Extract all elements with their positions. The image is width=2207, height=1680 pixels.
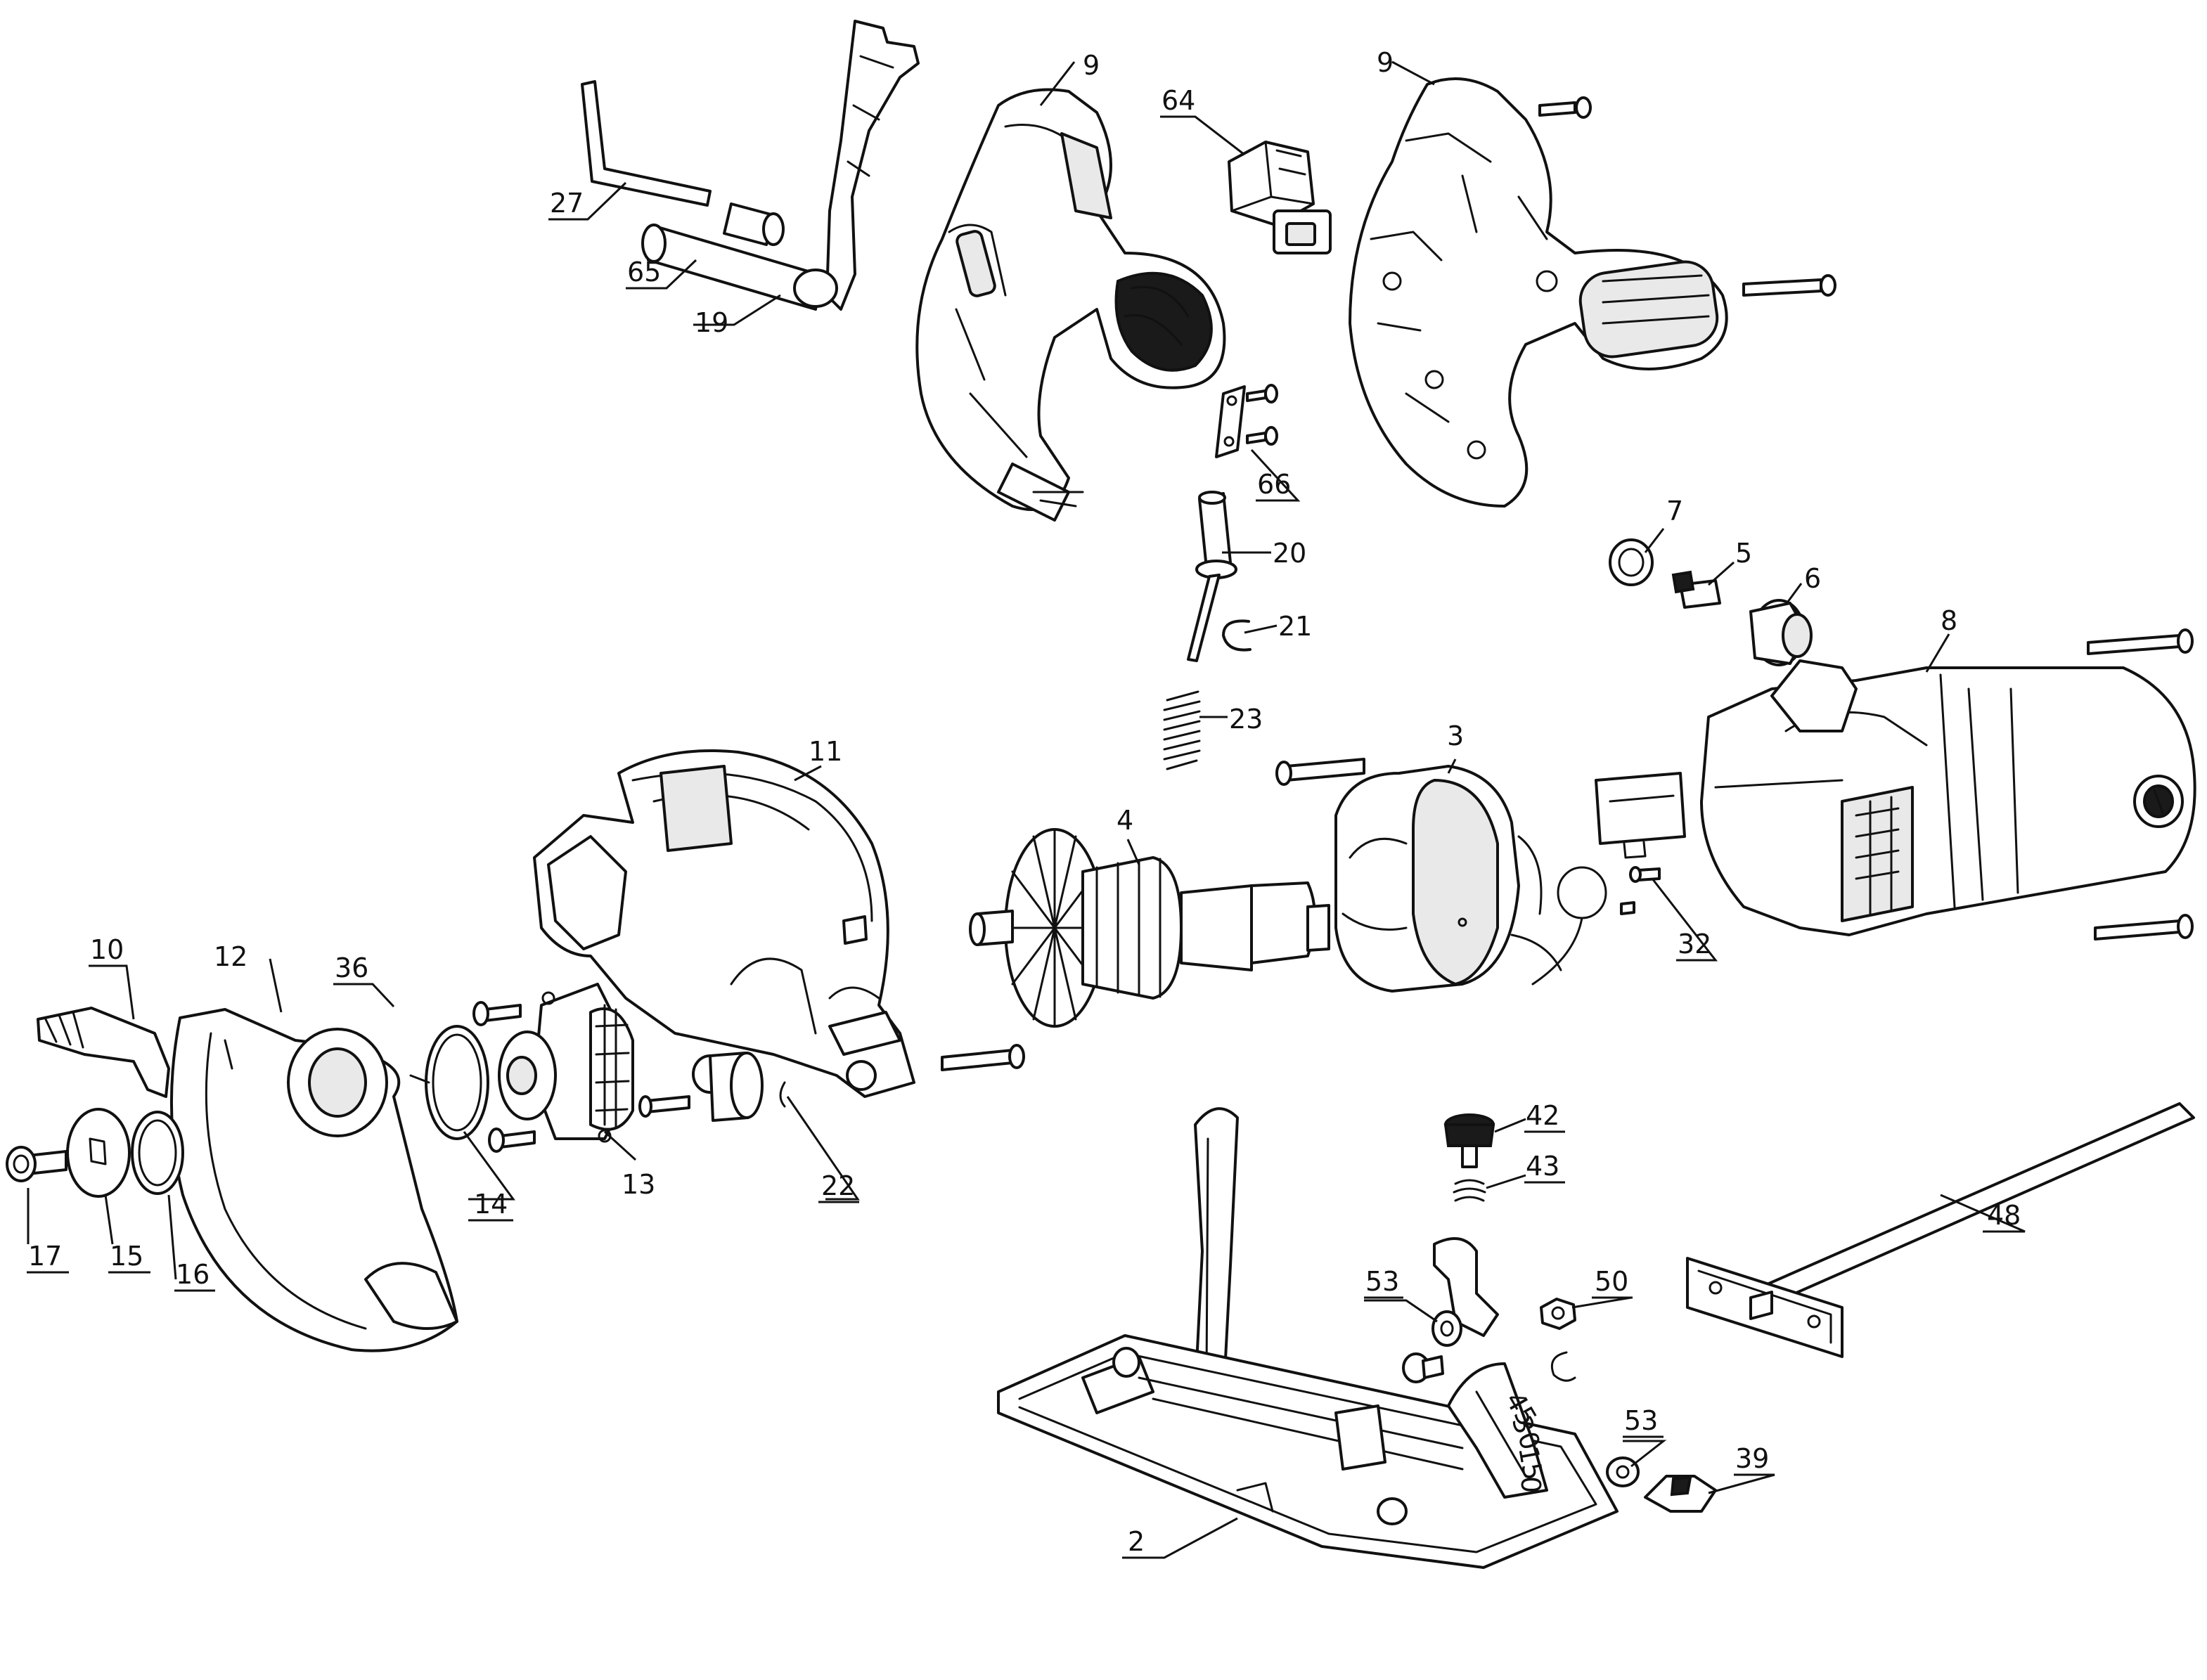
housing-screws-part bbox=[2087, 628, 2194, 941]
handle-screws-part bbox=[1538, 96, 1836, 297]
washers-part bbox=[1431, 1310, 1640, 1487]
callout-17: 17 bbox=[28, 1241, 62, 1272]
carriage-bolt-part bbox=[1402, 1352, 1444, 1383]
guard-lift-lever-part bbox=[37, 1007, 170, 1098]
callout-labels: 9 9 64 27 65 19 66 20 21 23 7 5 6 8 3 4 … bbox=[27, 47, 2025, 1559]
outer-flange-part bbox=[66, 1108, 131, 1198]
callout-53-lower: 53 bbox=[1624, 1405, 1658, 1436]
knob-spring-part bbox=[1453, 1179, 1486, 1202]
hex-nut-part bbox=[1540, 1298, 1576, 1330]
callout-36: 36 bbox=[335, 952, 368, 983]
callout-9-left-handle: 9 bbox=[1083, 50, 1100, 81]
callout-11: 11 bbox=[809, 736, 842, 767]
callout-64: 64 bbox=[1162, 85, 1195, 116]
callout-20: 20 bbox=[1273, 538, 1306, 569]
cord-clamp-part bbox=[1215, 384, 1278, 458]
callout-14: 14 bbox=[474, 1189, 508, 1220]
e-clip-part bbox=[1550, 1351, 1576, 1382]
guard-screws-part bbox=[472, 1001, 536, 1153]
callout-16: 16 bbox=[176, 1259, 210, 1290]
field-assembly-part bbox=[1275, 758, 1607, 993]
callout-22: 22 bbox=[821, 1170, 855, 1201]
callout-8: 8 bbox=[1941, 605, 1957, 636]
callout-39: 39 bbox=[1735, 1443, 1769, 1474]
lock-pin-part bbox=[1187, 491, 1237, 662]
callout-12: 12 bbox=[214, 941, 247, 972]
callout-27: 27 bbox=[550, 188, 584, 219]
callout-4: 4 bbox=[1117, 805, 1133, 836]
callout-66: 66 bbox=[1257, 469, 1291, 500]
callout-53-upper: 53 bbox=[1365, 1266, 1399, 1297]
motor-housing-part bbox=[1700, 659, 2196, 936]
callout-15: 15 bbox=[110, 1241, 143, 1272]
brush-holder-part bbox=[1749, 599, 1813, 666]
guard-spring-part bbox=[409, 1025, 489, 1140]
bevel-scale-mark-15: 15 bbox=[1512, 1444, 1549, 1482]
callout-3: 3 bbox=[1447, 721, 1464, 751]
retaining-clip-part bbox=[1222, 619, 1252, 652]
small-screws-part bbox=[1620, 866, 1661, 915]
switch-part bbox=[1228, 141, 1332, 254]
blade-bolt-part bbox=[6, 1146, 67, 1182]
callout-48: 48 bbox=[1987, 1200, 2021, 1231]
right-handle-housing-part bbox=[1349, 77, 1728, 508]
blade-washer-part bbox=[131, 1111, 184, 1195]
retaining-ring-part bbox=[779, 1081, 786, 1108]
wing-knob-part bbox=[1644, 1475, 1717, 1513]
spring-part bbox=[1163, 690, 1201, 770]
callout-5: 5 bbox=[1735, 538, 1752, 569]
callout-65: 65 bbox=[627, 257, 661, 287]
callout-19: 19 bbox=[695, 307, 728, 338]
lever-spring-clip-part bbox=[793, 20, 920, 311]
callout-32: 32 bbox=[1678, 929, 1711, 959]
bushing-part bbox=[638, 1052, 764, 1122]
callout-23: 23 bbox=[1229, 704, 1263, 735]
callout-13: 13 bbox=[622, 1169, 655, 1200]
hex-key-part bbox=[581, 80, 712, 207]
callout-21: 21 bbox=[1278, 611, 1312, 642]
lower-blade-guard-part bbox=[169, 1008, 458, 1352]
callout-7: 7 bbox=[1666, 496, 1683, 526]
upper-blade-guard-part bbox=[533, 749, 1025, 1098]
base-plate-part bbox=[997, 1334, 1619, 1569]
gear-case-part bbox=[498, 983, 634, 1143]
callout-43: 43 bbox=[1526, 1151, 1559, 1182]
brush-cover-plate-part bbox=[1595, 772, 1686, 859]
callout-42: 42 bbox=[1526, 1100, 1559, 1131]
callout-6: 6 bbox=[1804, 563, 1821, 594]
callout-10: 10 bbox=[90, 934, 124, 965]
carbon-brush-part bbox=[1671, 570, 1721, 609]
bevel-scale-mark-0: 0 bbox=[1515, 1476, 1546, 1493]
spindle-lock-pin-part bbox=[641, 202, 824, 311]
bearing-part bbox=[1609, 538, 1654, 586]
callout-9-right-handle: 9 bbox=[1377, 47, 1394, 78]
callout-2: 2 bbox=[1128, 1526, 1145, 1557]
left-handle-housing-part bbox=[915, 88, 1226, 522]
depth-knob-part bbox=[1443, 1113, 1495, 1168]
armature-part bbox=[969, 828, 1330, 1028]
rip-fence-part bbox=[1686, 1102, 2195, 1358]
callout-50: 50 bbox=[1595, 1266, 1628, 1297]
